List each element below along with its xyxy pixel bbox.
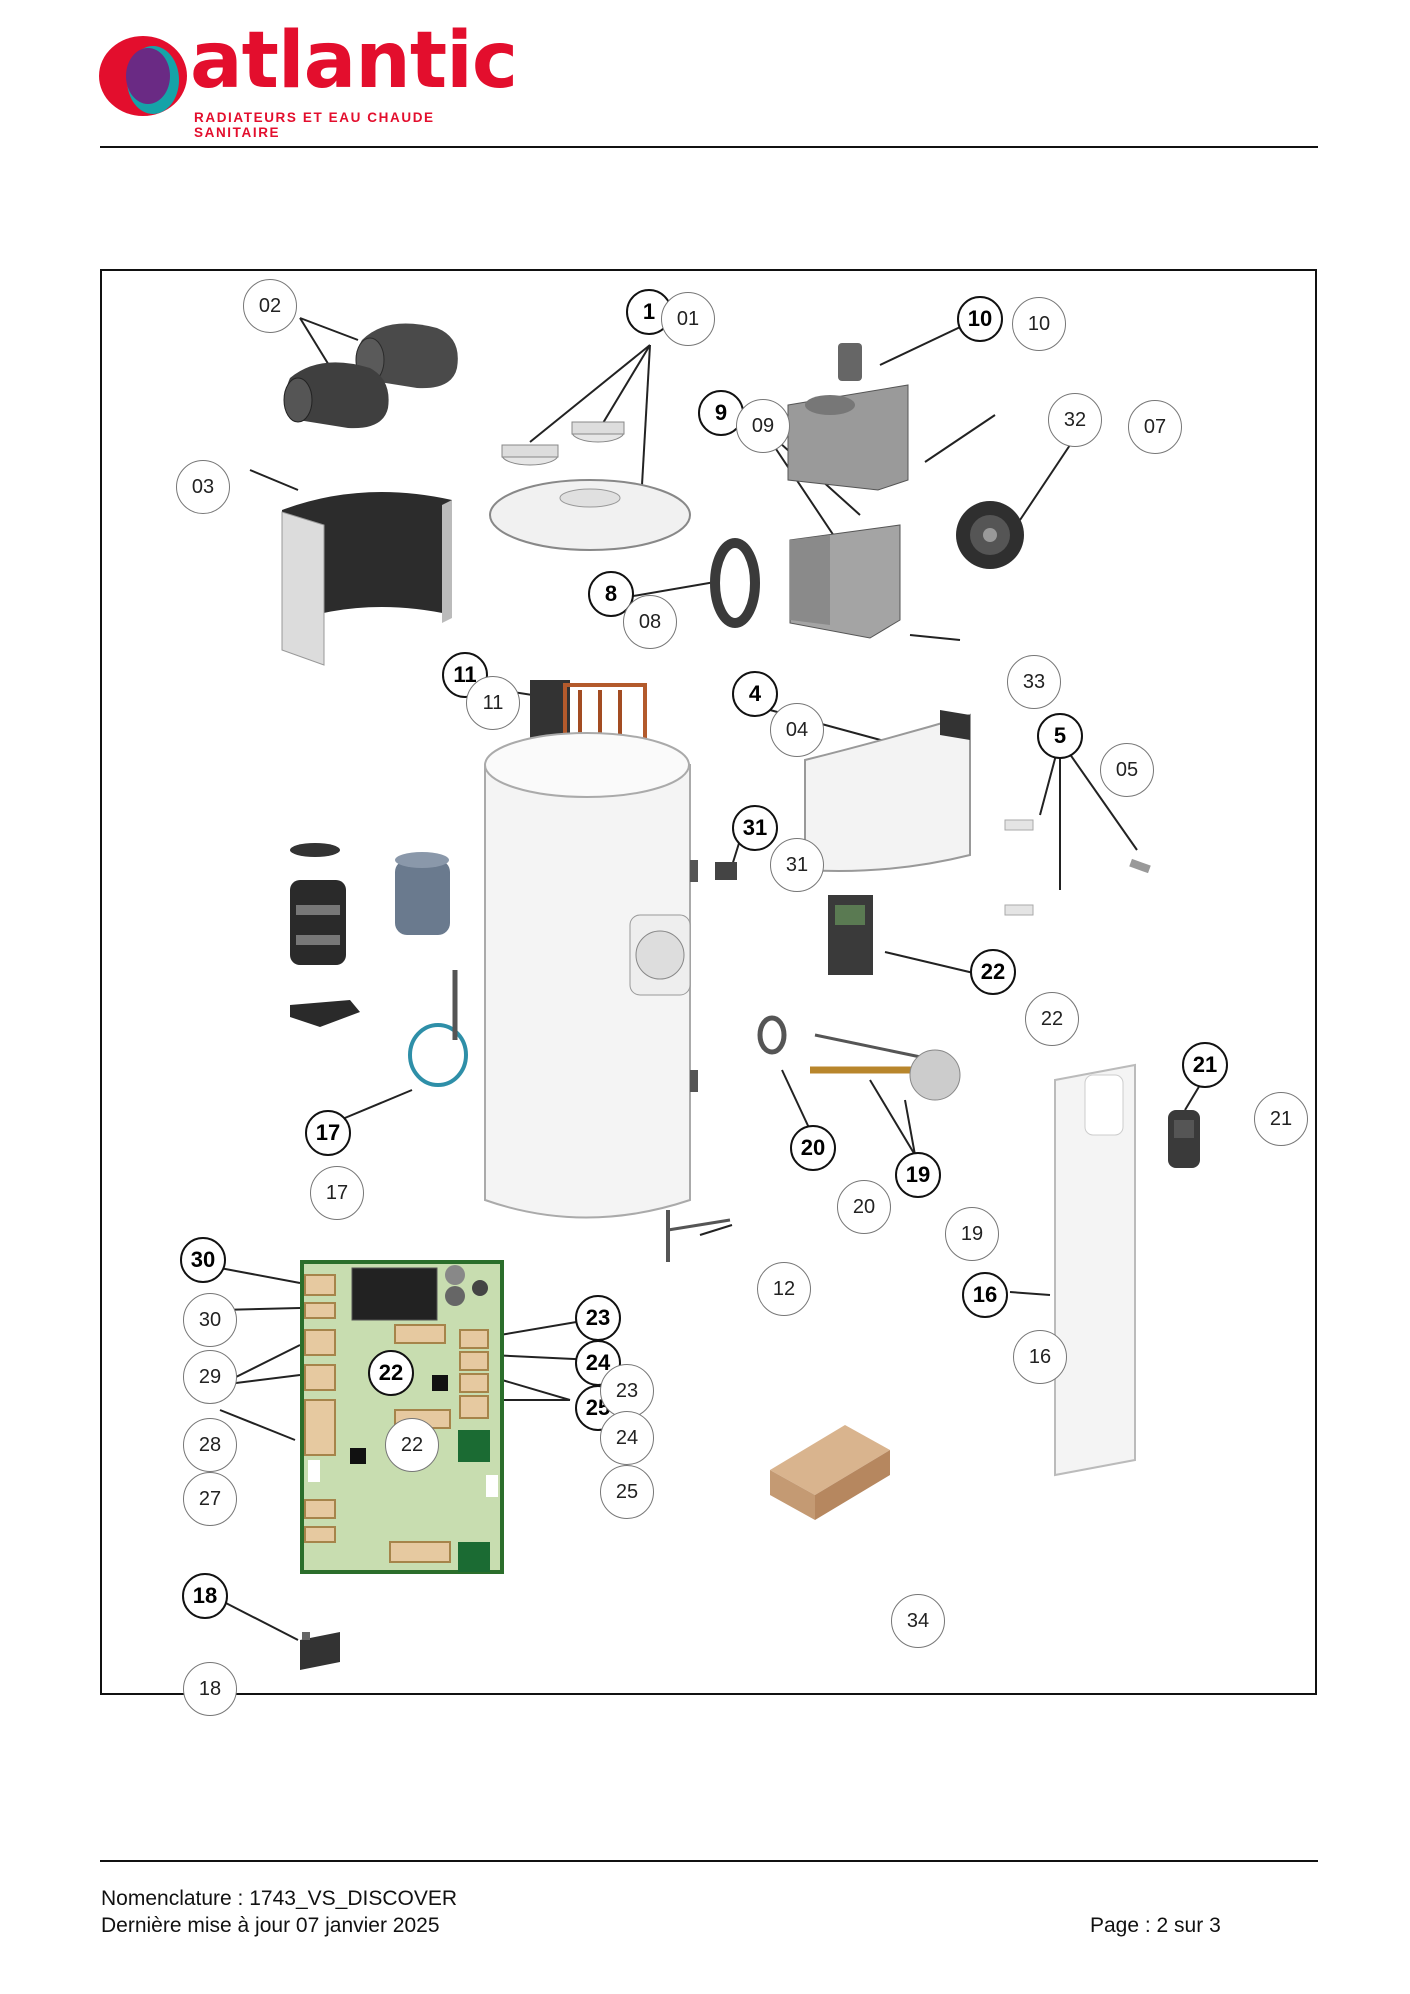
evaporator-wrap <box>281 492 452 666</box>
callout-20-label: 20 <box>790 1125 836 1171</box>
temperature-probe <box>408 970 468 1087</box>
callout-33: 33 <box>1007 655 1061 709</box>
callout-4: 4 <box>732 671 778 717</box>
callout-22-pcb-label: 22 <box>368 1350 414 1396</box>
callout-29: 29 <box>183 1350 237 1404</box>
drain-connector <box>715 862 737 880</box>
callout-19: 19 <box>945 1207 999 1261</box>
front-panel <box>804 710 971 872</box>
callout-11: 11 <box>466 676 520 730</box>
footer-last-updated: Dernière mise à jour 07 janvier 2025 <box>101 1914 440 1937</box>
electronic-board-small <box>828 895 873 975</box>
gasket-ring <box>710 538 760 628</box>
callout-20: 20 <box>837 1180 891 1234</box>
side-column-panel <box>1054 1063 1136 1477</box>
callout-5: 5 <box>1037 713 1083 759</box>
callout-01: 01 <box>661 292 715 346</box>
callout-30-label: 30 <box>180 1237 226 1283</box>
callout-22: 22 <box>1025 992 1079 1046</box>
brand-tagline: RADIATEURS ET EAU CHAUDE SANITAIRE <box>194 110 435 140</box>
callout-31-label: 31 <box>732 805 778 851</box>
footer-nomenclature: Nomenclature : 1743_VS_DISCOVER <box>101 1887 458 1910</box>
callout-21-label: 21 <box>1182 1042 1228 1088</box>
sensor-block <box>300 1632 340 1670</box>
callout-08: 08 <box>623 595 677 649</box>
heating-element <box>757 1015 961 1101</box>
callout-31: 31 <box>770 838 824 892</box>
callout-23: 23 <box>600 1364 654 1418</box>
callout-19-label: 19 <box>895 1152 941 1198</box>
callout-22-pcb: 22 <box>385 1418 439 1472</box>
callout-10-label: 10 <box>957 296 1003 342</box>
mounting-bracket <box>666 1210 731 1262</box>
callout-22-label: 22 <box>970 949 1016 995</box>
callout-02: 02 <box>243 279 297 333</box>
callout-34: 34 <box>891 1594 945 1648</box>
footer-page-number: Page : 2 sur 3 <box>1090 1914 1221 1937</box>
callout-17: 17 <box>310 1166 364 1220</box>
callout-27: 27 <box>183 1472 237 1526</box>
callout-12: 12 <box>757 1262 811 1316</box>
fan-housing <box>787 343 909 639</box>
callout-17-label: 17 <box>305 1110 351 1156</box>
callout-24: 24 <box>600 1411 654 1465</box>
callout-10: 10 <box>1012 297 1066 351</box>
atlantic-logo: atlantic RADIATEURS ET EAU CHAUDE SANITA… <box>98 22 518 140</box>
callout-16: 16 <box>1013 1330 1067 1384</box>
fan-unit <box>956 501 1024 569</box>
footer-rule <box>100 1860 1318 1862</box>
brand-name: atlantic <box>190 16 518 106</box>
water-heater-tank <box>484 732 698 1219</box>
control-display <box>1168 1110 1200 1168</box>
compressor-group <box>290 843 450 1027</box>
exploded-view-frame <box>100 269 1317 1695</box>
top-cover <box>489 421 691 551</box>
clips <box>1004 819 1151 916</box>
callout-25-label: 25 <box>575 1385 621 1431</box>
logo-mark-icon <box>99 36 187 116</box>
packaging-box <box>770 1425 890 1520</box>
callout-05: 05 <box>1100 743 1154 797</box>
air-duct-elbows <box>283 323 458 429</box>
callout-04: 04 <box>770 703 824 757</box>
callout-30: 30 <box>183 1293 237 1347</box>
callout-03: 03 <box>176 460 230 514</box>
callout-32: 32 <box>1048 393 1102 447</box>
callout-18: 18 <box>183 1662 237 1716</box>
callout-16-label: 16 <box>962 1272 1008 1318</box>
header-rule <box>100 146 1318 148</box>
callout-21: 21 <box>1254 1092 1308 1146</box>
callout-25: 25 <box>600 1465 654 1519</box>
callout-07: 07 <box>1128 400 1182 454</box>
callout-18-label: 18 <box>182 1573 228 1619</box>
callout-28: 28 <box>183 1418 237 1472</box>
callout-23-label: 23 <box>575 1295 621 1341</box>
main-control-board <box>300 1260 504 1574</box>
callout-09: 09 <box>736 399 790 453</box>
